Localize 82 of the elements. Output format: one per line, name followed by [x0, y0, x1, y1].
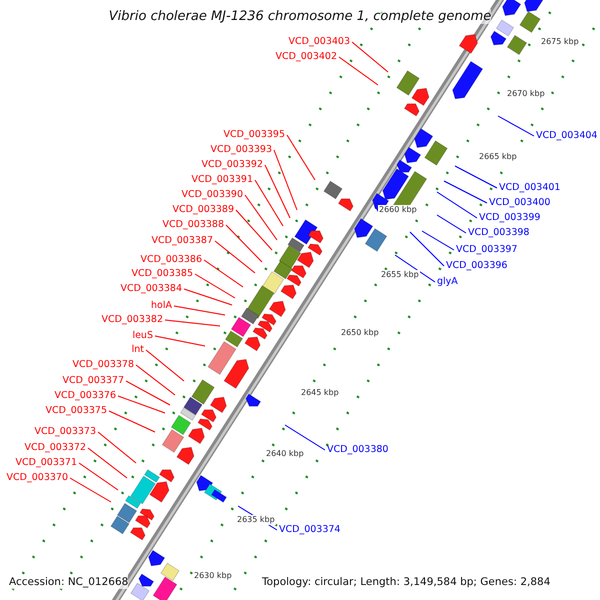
gene-label: VCD_003396: [446, 260, 508, 272]
leader-line: [394, 254, 436, 282]
gene-label: VCD_003399: [479, 212, 540, 224]
scale-label: 2630 kbp: [193, 571, 233, 581]
leader-line: [410, 232, 444, 266]
scale-label: 2650 kbp: [340, 328, 380, 338]
leader-line: [498, 116, 534, 136]
leader-line: [146, 350, 184, 382]
gene-label: VCD_003371: [16, 457, 77, 469]
scale-label: 2635 kbp: [236, 515, 276, 525]
leader-line: [284, 424, 326, 450]
leader-line: [98, 432, 136, 464]
gene-label: VCD_003387: [152, 235, 213, 247]
gene-label: VCD_003382: [102, 314, 163, 326]
leader-line: [126, 380, 170, 406]
gene-label: VCD_003402: [276, 51, 337, 63]
gene-label: VCD_003374: [279, 524, 340, 536]
gene-label: VCD_003375: [46, 405, 107, 417]
scale-label: 2655 kbp: [380, 270, 420, 280]
gene-label: VCD_003390: [182, 189, 243, 201]
scale-label: 2645 kbp: [300, 388, 340, 398]
gene-label: VCD_003404: [536, 130, 598, 142]
gene-label: VCD_003391: [192, 174, 253, 186]
gene-label: VCD_003393: [210, 144, 272, 156]
leader-line: [254, 180, 284, 226]
leader-line: [274, 150, 298, 210]
leader-line: [352, 42, 388, 72]
gene-label: glyA: [437, 276, 458, 288]
gene-label: VCD_003376: [54, 390, 116, 402]
title: Vibrio cholerae MJ-1236 chromosome 1, complete genome: [108, 9, 492, 24]
leader-line: [204, 260, 244, 288]
scale-label: 2665 kbp: [478, 152, 518, 162]
gene-label: leuS: [132, 330, 153, 342]
leader-line: [154, 336, 206, 346]
leader-line: [436, 214, 466, 234]
gene-label: VCD_003401: [499, 182, 560, 194]
leader-line: [454, 166, 498, 188]
leader-line: [436, 192, 478, 218]
leader-line: [118, 396, 166, 414]
gene-label: VCD_003378: [72, 359, 134, 371]
leader-line: [444, 180, 488, 204]
gene-label: VCD_003388: [162, 219, 224, 231]
scale-label: 2640 kbp: [265, 449, 305, 459]
leader-line: [164, 320, 220, 326]
gene-label: VCD_003398: [468, 227, 530, 239]
gene-label: VCD_003377: [62, 375, 124, 387]
gene-label: VCD_003386: [140, 254, 202, 266]
gene-label: VCD_003385: [132, 268, 193, 280]
leader-line: [236, 210, 272, 250]
leader-line: [78, 462, 118, 490]
footer-text: Accession: NC_012668: [9, 575, 128, 589]
gene-label: VCD_003389: [172, 204, 234, 216]
leader-line: [226, 224, 262, 262]
gene-label: VCD_003403: [288, 36, 350, 48]
leader-line: [422, 230, 454, 250]
scale-label: 2660 kbp: [378, 205, 418, 215]
leader-line: [174, 306, 226, 316]
gene-label: VCD_003373: [34, 426, 96, 438]
gene-label: VCD_003392: [202, 159, 263, 171]
leader-line: [214, 240, 256, 274]
leader-line: [338, 56, 378, 86]
gene-label: VCD_003370: [6, 472, 68, 484]
gene-label: VCD_003380: [327, 444, 388, 456]
leader-line: [264, 164, 290, 218]
leader-line: [88, 448, 128, 478]
leader-line: [244, 194, 278, 240]
leader-line: [70, 478, 112, 502]
gene-label: VCD_003397: [456, 244, 518, 256]
gene-label: VCD_003400: [489, 197, 550, 209]
leader-line: [194, 274, 236, 298]
leader-line: [136, 364, 176, 396]
footer-text: Topology: circular; Length: 3,149,584 bp; Genes: 2,884: [262, 575, 550, 589]
gene-label: VCD_003395: [224, 129, 285, 141]
gene-label: lnt: [132, 344, 144, 356]
leader-line: [286, 134, 316, 180]
leader-line: [184, 288, 232, 306]
gene-label: holA: [151, 300, 172, 312]
scale-label: 2675 kbp: [540, 37, 580, 47]
leader-line: [108, 410, 156, 432]
gene-label: VCD_003372: [24, 442, 86, 454]
gene-label: VCD_003384: [120, 283, 182, 295]
scale-label: 2670 kbp: [506, 89, 546, 99]
